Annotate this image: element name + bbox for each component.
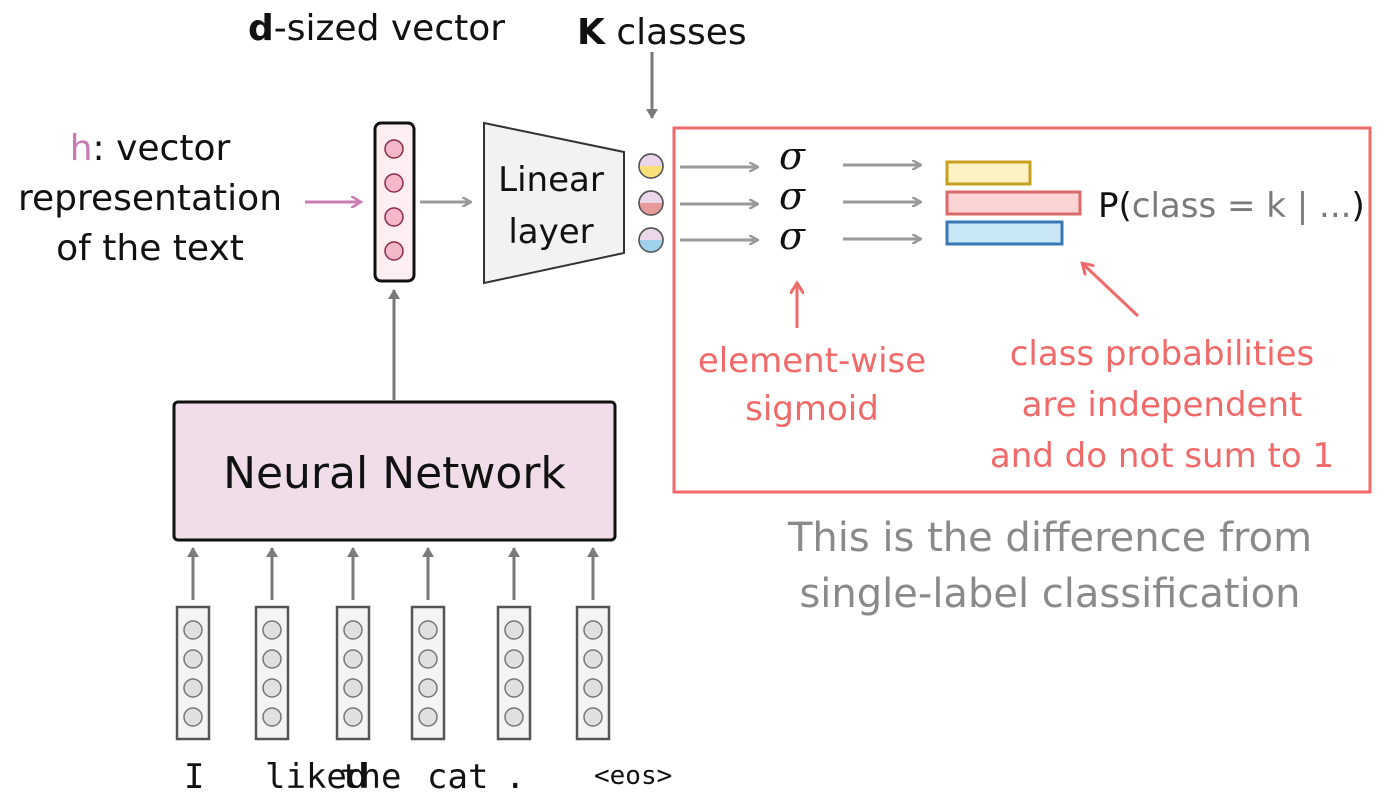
embedding-cell — [183, 649, 203, 669]
probability-bar-yellow — [945, 160, 1032, 186]
embedding-cell — [418, 707, 438, 727]
probs-annotation-line3: and do not sum to 1 — [989, 436, 1335, 476]
embedding-cell — [504, 678, 524, 698]
embedding-cell — [583, 649, 603, 669]
probability-inner: class = k | ... — [1131, 186, 1352, 226]
linear-layer-label: Linear layer — [486, 154, 616, 258]
embedding-cell — [183, 678, 203, 698]
d-sized-vector-text: -sized vector — [273, 8, 506, 49]
embedding-cell — [262, 678, 282, 698]
embedding-cell — [504, 707, 524, 727]
probs-annotation-line2: are independent — [1021, 385, 1303, 425]
embedding-cell — [183, 620, 203, 640]
footnote: This is the difference from single-label… — [730, 510, 1370, 622]
embedding-cell — [418, 678, 438, 698]
logit-red — [638, 190, 664, 216]
sigma-column: σ σ σ — [770, 136, 814, 256]
k-classes-label: K classes — [577, 12, 747, 53]
embedding-cell — [343, 649, 363, 669]
embedding-cell — [583, 678, 603, 698]
probs-annotation-line1: class probabilities — [1009, 334, 1315, 374]
h-vector-cell — [384, 207, 404, 227]
sigmoid-annotation: element-wise sigmoid — [672, 337, 952, 433]
linear-layer — [483, 121, 625, 285]
h-vector-cell — [384, 241, 404, 261]
sigma-symbol: σ — [779, 174, 805, 218]
probs-annotation: class probabilities are independent and … — [962, 329, 1362, 482]
probs-annotation-arrow — [1083, 264, 1140, 318]
embedding-cell — [343, 707, 363, 727]
embedding-cell — [262, 649, 282, 669]
d-sized-vector-label: d-sized vector — [248, 8, 505, 49]
sigmoid-annotation-line1: element-wise — [697, 341, 927, 381]
h-vector — [373, 121, 416, 283]
embedding-cell — [262, 707, 282, 727]
sigmoid-highlight-box — [672, 126, 1372, 494]
embedding-cell — [418, 649, 438, 669]
h-symbol: h — [69, 128, 93, 169]
probability-bar-blue — [945, 220, 1064, 246]
sigmoid-annotation-line2: sigmoid — [745, 389, 879, 429]
h-vector-cell — [384, 173, 404, 193]
logit-yellow — [638, 153, 664, 179]
probability-prefix: P( — [1098, 186, 1132, 226]
sigma-symbol: σ — [779, 134, 805, 178]
embedding-cell — [583, 620, 603, 640]
neural-network-label: Neural Network — [223, 448, 566, 499]
h-line2: representation — [17, 178, 283, 219]
sigma-symbol: σ — [779, 214, 805, 258]
probability-label: P(class = k | ...) — [1098, 186, 1365, 226]
embedding-cell — [343, 620, 363, 640]
embedding-cell — [262, 620, 282, 640]
embedding-cell — [418, 620, 438, 640]
h-vector-cell — [384, 139, 404, 159]
k-symbol: K — [577, 12, 605, 53]
embedding-cell — [343, 678, 363, 698]
embedding-cell — [504, 649, 524, 669]
embedding-cell — [504, 620, 524, 640]
h-line1: : vector — [92, 128, 231, 169]
h-description: h: vector representation of the text — [0, 124, 300, 274]
neural-network-box — [172, 400, 617, 542]
probability-suffix: ) — [1351, 186, 1365, 226]
h-line3: of the text — [56, 228, 244, 269]
probability-bars — [945, 160, 1082, 246]
linear-layer-line2: layer — [508, 212, 594, 252]
logit-blue — [638, 227, 664, 253]
embedding-cell — [183, 707, 203, 727]
d-symbol: d — [248, 8, 274, 49]
k-classes-text: classes — [604, 12, 747, 53]
token-embeddings — [175, 547, 611, 741]
linear-layer-line1: Linear — [498, 160, 604, 200]
footnote-line1: This is the difference from — [787, 515, 1313, 561]
probability-bar-red — [945, 190, 1082, 216]
embedding-cell — [583, 707, 603, 727]
footnote-line2: single-label classification — [799, 571, 1301, 617]
